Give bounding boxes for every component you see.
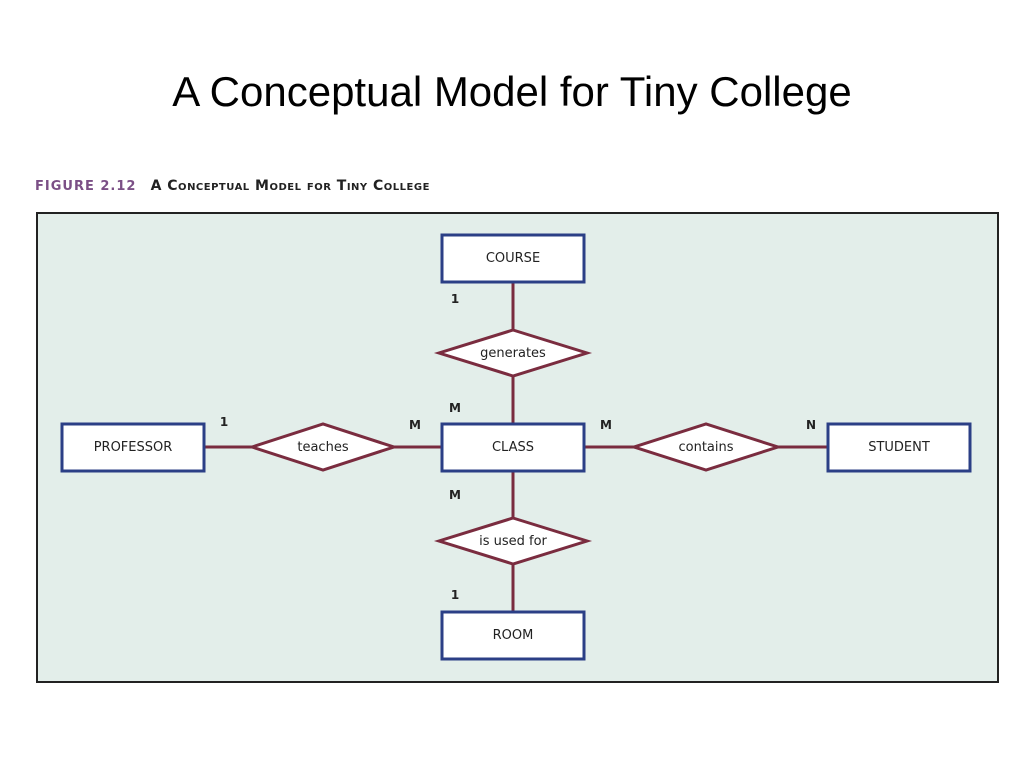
entity-professor-label: PROFESSOR [94,440,173,455]
cardinality-class-teaches: M [409,418,421,432]
relationship-teaches-label: teaches [297,440,348,455]
cardinality-class-generates: M [449,401,461,415]
cardinality-class-contains: M [600,418,612,432]
cardinality-room-used-for: 1 [451,588,459,602]
relationship-generates [433,328,593,378]
relationship-contains-label: contains [678,440,733,455]
cardinality-professor-teaches: 1 [220,415,228,429]
relationship-contains [629,422,783,472]
figure-caption: FIGURE 2.12 A Conceptual Model for Tiny … [35,174,430,198]
relationship-teaches [247,422,399,472]
entity-course-label: COURSE [486,251,540,266]
entity-student-label: STUDENT [868,440,930,455]
entity-class-label: CLASS [492,440,534,455]
cardinality-class-used-for: M [449,488,461,502]
relationship-is-used-for [433,516,593,566]
figure-title: A Conceptual Model for Tiny College [150,178,430,194]
entity-course [440,233,586,284]
entity-professor [60,422,206,473]
entity-room [440,610,586,661]
entity-room-label: ROOM [493,628,534,643]
cardinality-course-generates: 1 [451,292,459,306]
figure-number: FIGURE 2.12 [35,179,137,194]
entity-student [826,422,972,473]
relationship-is-used-for-label: is used for [479,534,547,549]
entity-class [440,422,586,473]
relationship-generates-label: generates [480,346,546,361]
slide-title: A Conceptual Model for Tiny College [172,68,852,115]
cardinality-student-contains: N [806,418,816,432]
